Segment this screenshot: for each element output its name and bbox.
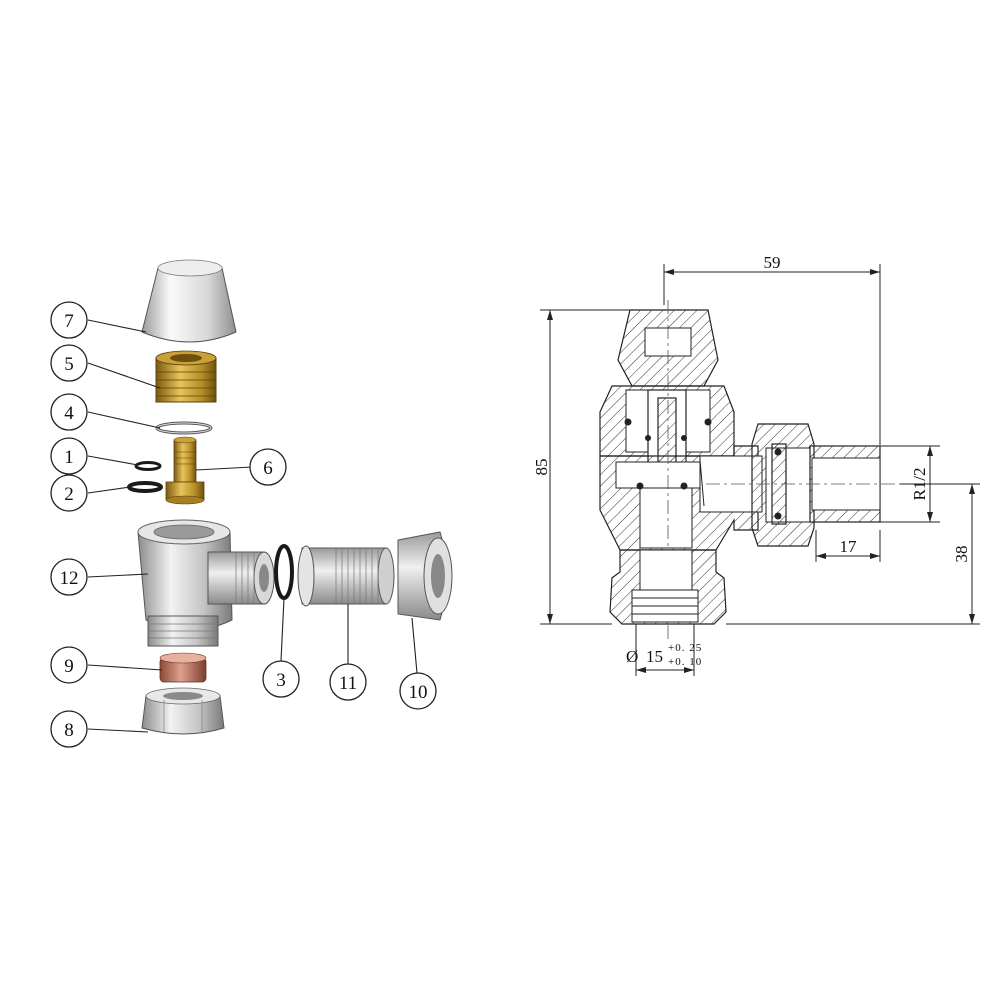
dim-width-top: 59 [764,253,781,272]
bore-tolerance-upper: +0. 25 [668,642,702,654]
bore-tolerance-lower: +0. 10 [668,656,702,668]
part-9-olive [159,652,207,683]
leader-4 [87,411,161,429]
callout-11: 11 [329,663,367,701]
exploded-view: 7 5 4 1 2 6 12 9 [50,259,453,748]
part-10-union-nut [397,531,453,621]
callout-number: 3 [276,670,286,691]
callout-number: 4 [64,403,74,424]
callout-3: 3 [262,660,300,698]
callout-6: 6 [249,448,287,486]
leader-10 [411,617,418,674]
callout-2: 2 [50,474,88,512]
leader-2 [87,486,131,494]
callout-10: 10 [399,672,437,710]
callout-number: 5 [64,354,74,375]
callout-4: 4 [50,393,88,431]
part-12-valve-body [137,519,275,647]
dim-outlet-length: 17 [840,537,858,556]
callout-5: 5 [50,344,88,382]
part-4-washer [155,421,213,435]
dim-height-total: 85 [532,459,551,476]
leader-1 [87,455,139,466]
dim-outlet-height: 38 [952,546,971,563]
leader-3 [280,597,285,662]
section-view: 59 85 R1/2 17 38 Ø 15 +0. 25 [532,253,980,676]
part-8-compression-nut [141,687,225,735]
leader-8 [87,728,149,733]
leader-5 [87,362,161,389]
callout-number: 7 [64,311,74,332]
part-2-o-ring [127,481,163,493]
callout-12: 12 [50,558,88,596]
callout-7: 7 [50,301,88,339]
callout-number: 2 [64,484,74,505]
bore-symbol: Ø [626,647,638,666]
callout-number: 9 [64,656,74,677]
leader-9 [87,664,163,671]
callout-number: 12 [60,568,79,589]
part-7-cap [141,259,237,343]
part-3-o-ring [274,544,294,600]
leader-7 [87,319,147,333]
callout-1: 1 [50,437,88,475]
callout-9: 9 [50,646,88,684]
callout-number: 8 [64,720,74,741]
leader-6 [195,466,253,471]
part-5-gland-nut [155,350,217,403]
part-11-tailpiece [297,545,395,607]
callout-number: 10 [409,682,428,703]
bore-value: 15 [646,647,663,666]
part-6-spindle [165,436,205,505]
leader-12 [87,573,149,578]
callout-number: 6 [263,458,273,479]
dim-bore: Ø 15 +0. 25 +0. 10 [626,642,702,668]
callout-number: 1 [64,447,74,468]
part-1-small-o-ring [134,461,162,471]
callout-number: 11 [339,673,357,694]
callout-8: 8 [50,710,88,748]
